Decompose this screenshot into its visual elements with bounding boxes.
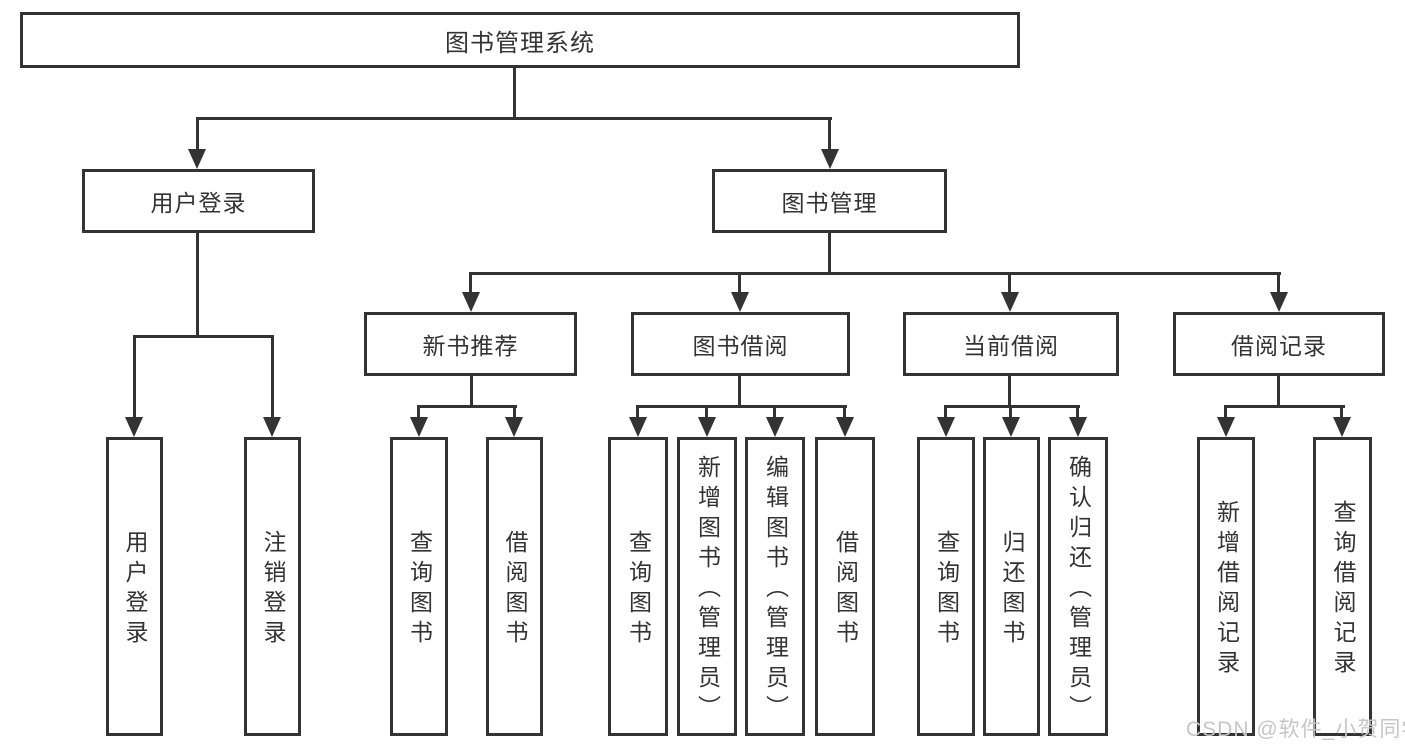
connector-stem xyxy=(738,376,741,407)
arrow-down-icon xyxy=(1270,292,1288,312)
leaf-query-books-recommend: 查询图书 xyxy=(390,437,448,736)
connector-branch xyxy=(636,405,847,408)
arrow-down-icon xyxy=(410,417,428,437)
arrow-down-icon xyxy=(629,417,647,437)
leaf-query-borrow-record: 查询借阅记录 xyxy=(1313,437,1372,736)
connector-stem xyxy=(1340,405,1343,419)
connector-branch xyxy=(417,405,517,408)
connector-stem xyxy=(1009,405,1012,419)
leaf-edit-book-admin: 编辑图书（管理员） xyxy=(745,437,805,736)
connector-stem xyxy=(944,405,947,419)
arrow-down-icon xyxy=(1217,417,1235,437)
arrow-down-icon xyxy=(698,417,716,437)
arrow-down-icon xyxy=(263,417,281,437)
node-library-management-system: 图书管理系统 xyxy=(20,12,1020,68)
connector-stem xyxy=(828,117,831,152)
connector-level2-branch xyxy=(469,272,1281,275)
connector-branch xyxy=(133,335,274,338)
arrow-down-icon xyxy=(821,149,839,169)
leaf-user-login: 用户登录 xyxy=(106,437,163,736)
leaf-logout: 注销登录 xyxy=(244,437,301,736)
connector-stem xyxy=(843,405,846,419)
connector-branch xyxy=(1224,405,1345,408)
arrow-down-icon xyxy=(1001,292,1019,312)
leaf-query-books-current: 查询图书 xyxy=(917,437,975,736)
arrow-down-icon xyxy=(462,292,480,312)
connector-stem xyxy=(196,233,199,337)
arrow-down-icon xyxy=(836,417,854,437)
connector-root-stem xyxy=(513,66,516,119)
connector-stem xyxy=(196,117,199,152)
node-current-borrowing: 当前借阅 xyxy=(903,312,1119,376)
arrow-down-icon xyxy=(1069,417,1087,437)
connector-stem xyxy=(828,233,831,274)
arrow-down-icon xyxy=(937,417,955,437)
arrow-down-icon xyxy=(1002,417,1020,437)
arrow-down-icon xyxy=(125,417,143,437)
node-book-borrowing: 图书借阅 xyxy=(631,312,850,376)
node-new-book-recommendation: 新书推荐 xyxy=(364,312,577,376)
node-user-login: 用户登录 xyxy=(82,169,315,233)
node-borrowing-records: 借阅记录 xyxy=(1173,312,1385,376)
connector-stem xyxy=(469,272,472,294)
arrow-down-icon xyxy=(505,417,523,437)
connector-stem xyxy=(705,405,708,419)
leaf-borrow-books-recommend: 借阅图书 xyxy=(486,437,543,736)
leaf-add-borrow-record: 新增借阅记录 xyxy=(1197,437,1255,736)
watermark-text: CSDN @软件_小贺同学 xyxy=(1186,718,1405,741)
connector-stem xyxy=(513,405,516,419)
connector-stem xyxy=(1008,376,1011,407)
connector-stem xyxy=(133,335,136,419)
leaf-return-books: 归还图书 xyxy=(983,437,1040,736)
connector-stem xyxy=(1008,272,1011,294)
leaf-query-books-borrowing: 查询图书 xyxy=(608,437,668,736)
leaf-add-book-admin: 新增图书（管理员） xyxy=(677,437,737,736)
arrow-down-icon xyxy=(731,292,749,312)
connector-stem xyxy=(271,335,274,419)
leaf-confirm-return-admin: 确认归还（管理员） xyxy=(1048,437,1108,736)
arrow-down-icon xyxy=(1333,417,1351,437)
connector-stem xyxy=(1076,405,1079,419)
connector-stem xyxy=(470,376,473,407)
leaf-borrow-books-borrowing: 借阅图书 xyxy=(815,437,875,736)
connector-stem xyxy=(417,405,420,419)
connector-level1-branch xyxy=(196,117,832,120)
connector-stem xyxy=(636,405,639,419)
connector-stem xyxy=(738,272,741,294)
node-book-management: 图书管理 xyxy=(712,169,947,233)
connector-stem xyxy=(1277,376,1280,407)
connector-stem xyxy=(1277,272,1280,294)
connector-stem xyxy=(773,405,776,419)
arrow-down-icon xyxy=(188,149,206,169)
connector-stem xyxy=(1224,405,1227,419)
arrow-down-icon xyxy=(766,417,784,437)
connector-branch xyxy=(944,405,1080,408)
